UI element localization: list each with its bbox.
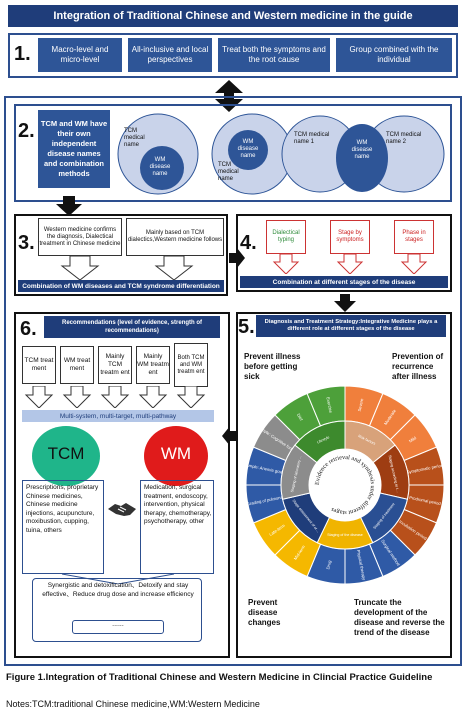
tcm-circle (32, 426, 100, 486)
option-mainly-wm: Mainly WM treatm ent (136, 346, 170, 384)
section-4-number: 4. (240, 232, 257, 254)
section-1-number: 1. (14, 43, 31, 65)
section-1-item: Macro-level and micro-level (38, 38, 122, 72)
option-tcm: TCM treat ment (22, 346, 56, 384)
section-3-right: Mainly based on TCM dialectics,Western m… (126, 218, 224, 256)
wm-circle (144, 426, 208, 486)
wheel-inner-label: Risk factors (357, 434, 376, 446)
wheel-outer-label: Severe (357, 397, 365, 412)
section-4 (236, 214, 452, 292)
stage-dialectical-typing: Dialectical typing (266, 220, 306, 254)
wheel-center (309, 449, 381, 521)
page-title: Integration of Traditional Chinese and W… (8, 5, 458, 27)
venn-diagrams (117, 113, 445, 195)
section-1-item: Group combined with the individual (336, 38, 452, 72)
ellipsis-text: ...... (112, 621, 124, 628)
section-6-number: 6. (20, 318, 37, 340)
wm-label: WM (160, 444, 192, 463)
wheel-inner-label: Staging of the disease (327, 533, 363, 537)
venn3-left-label: TCM medical name 1 (294, 132, 330, 145)
section-3-left: Western medicine confirms the diagnosis,… (38, 218, 122, 256)
quadrant-tr: Prevention of recurrence after illness (392, 352, 444, 381)
quadrant-br: Truncate the development of the disease … (354, 598, 445, 637)
section-5 (236, 312, 452, 658)
section-6-arrows (24, 386, 206, 408)
convergence-lines (61, 574, 175, 584)
figure-caption: Figure 1.Integration of Traditional Chin… (6, 672, 433, 683)
main-frame (4, 96, 462, 666)
wheel-outer-label: Prodromal period (409, 495, 442, 506)
wm-methods: Medication, surgical treatment, endoscop… (144, 484, 212, 525)
stage-phase: Phase in stages (394, 220, 434, 254)
venn3-right-label: TCM medical name 2 (386, 132, 422, 145)
venn2-outer-label: TCM medical name (218, 162, 239, 182)
option-both: Both TCM and WM treatm ent (174, 343, 208, 387)
section-5-number: 5. (238, 316, 255, 338)
section-6-header: Recommendations (level of evidence, stre… (44, 316, 220, 338)
down-arrow-icon (56, 196, 82, 216)
section-2-number: 2. (18, 120, 35, 142)
section-3-footer: Combination of WM diseases and TCM syndr… (18, 280, 224, 292)
left-arrow-icon (222, 426, 238, 446)
wheel-outer-label: Exercise (325, 397, 333, 414)
tcm-methods: Prescriptions, proprietary Chinese medic… (26, 484, 99, 534)
section-3-number: 3. (18, 232, 35, 254)
venn2-inner (228, 130, 268, 170)
section-2-header: TCM and WM have their own independent di… (38, 110, 110, 188)
section-5-header: Diagnosis and Treatment Strategy:Integra… (256, 315, 446, 337)
synergy-text: Synergistic and detoxification、Detoxify … (42, 582, 194, 598)
wheel-inner-label: Lifestyle (316, 435, 330, 444)
venn1-inner (140, 146, 184, 190)
tcm-label: TCM (47, 444, 85, 463)
venn3-center-label: WM disease name (351, 140, 373, 160)
option-wm: WM treat ment (60, 346, 94, 384)
venn3-center (336, 124, 388, 192)
section-1-item: All-inclusive and local perspectives (128, 38, 212, 72)
quadrant-tl: Prevent illness before getting sick (244, 352, 301, 381)
venn1-outer-label: TCM medical name (124, 128, 145, 148)
venn1-inner-label: WM disease name (149, 157, 171, 177)
ellipsis-box (72, 620, 164, 634)
section-1-item: Treat both the symptoms and the root cau… (218, 38, 330, 72)
section-3-arrows (60, 256, 194, 281)
multi-target-bar: Multi-system, multi-target, multi-pathwa… (22, 410, 214, 422)
down-arrow-icon (334, 294, 356, 312)
section-4-arrows (272, 254, 428, 274)
wheel-outer-label: Drug (325, 559, 332, 570)
venn2-inner-label: WM disease name (237, 139, 259, 159)
wheel-outer-label: Diet (296, 413, 305, 423)
section-6 (14, 312, 230, 658)
section-4-footer: Combination at different stages of the d… (240, 276, 448, 288)
tcm-wm-circles (32, 426, 208, 486)
wheel-outer-label: Mild (408, 435, 418, 444)
stage-by-symptoms: Stage by symptoms (330, 220, 370, 254)
option-mainly-tcm: Mainly TCM treatm ent (98, 346, 132, 384)
figure-notes: Notes:TCM:traditional Chinese medicine,W… (6, 699, 260, 709)
tcm-methods-box (22, 480, 104, 574)
quadrant-bl: Prevent disease changes (248, 598, 281, 627)
wheel-outer-label: Physical therapy (356, 549, 367, 581)
section-2 (14, 104, 452, 202)
synergy-box (32, 578, 202, 642)
handshake-icon (108, 503, 136, 516)
section-3 (14, 214, 228, 296)
section-1 (8, 33, 458, 78)
wm-methods-box (140, 480, 214, 574)
